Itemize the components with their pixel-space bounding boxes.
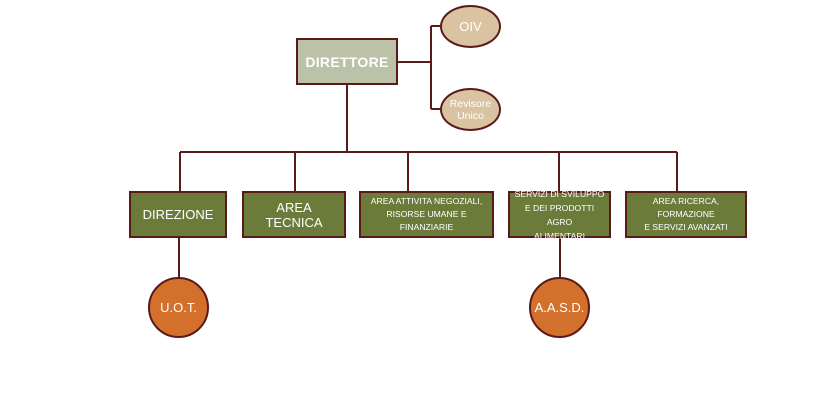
aasd-node: A.A.S.D.: [529, 277, 590, 338]
area-label-sviluppo-line2: E DEI PRODOTTI AGRO: [524, 202, 595, 227]
oiv-node: OIV: [440, 5, 501, 48]
area-label-sviluppo-line3: ALIMENTARI: [534, 230, 585, 241]
area-label-ricerca-line1: AREA RICERCA, FORMAZIONE: [652, 196, 720, 219]
uot-label: U.O.T.: [160, 300, 197, 315]
area-label-tecnica: AREA TECNICA: [265, 199, 323, 230]
director-label: DIRETTORE: [305, 53, 389, 70]
area-label-negoziali-line2: RISORSE UMANE E FINANZIARIE: [386, 209, 467, 232]
area-label-negoziali-line1: AREA ATTIVITA NEGOZIALI,: [370, 196, 483, 206]
area-box-negoziali: AREA ATTIVITA NEGOZIALI, RISORSE UMANE E…: [359, 191, 494, 238]
area-label-ricerca-line2: E SERVIZI AVANZATI: [644, 222, 728, 232]
revisore-label-line2: Unico: [457, 109, 484, 122]
area-label-direzione: DIREZIONE: [142, 207, 214, 222]
revisore-unico-node: Revisore Unico: [440, 88, 501, 131]
area-label-sviluppo-line1: SERVIZI DI SVILUPPO: [514, 188, 605, 199]
oiv-label: OIV: [459, 19, 482, 34]
area-box-direzione: DIREZIONE: [129, 191, 227, 238]
uot-node: U.O.T.: [148, 277, 209, 338]
revisore-label-line1: Revisore: [449, 97, 492, 110]
area-box-ricerca: AREA RICERCA, FORMAZIONE E SERVIZI AVANZ…: [625, 191, 747, 238]
aasd-label: A.A.S.D.: [534, 300, 585, 315]
area-box-sviluppo: SERVIZI DI SVILUPPO E DEI PRODOTTI AGRO …: [508, 189, 611, 241]
area-box-tecnica: AREA TECNICA: [242, 191, 346, 238]
director-box: DIRETTORE: [296, 38, 398, 85]
